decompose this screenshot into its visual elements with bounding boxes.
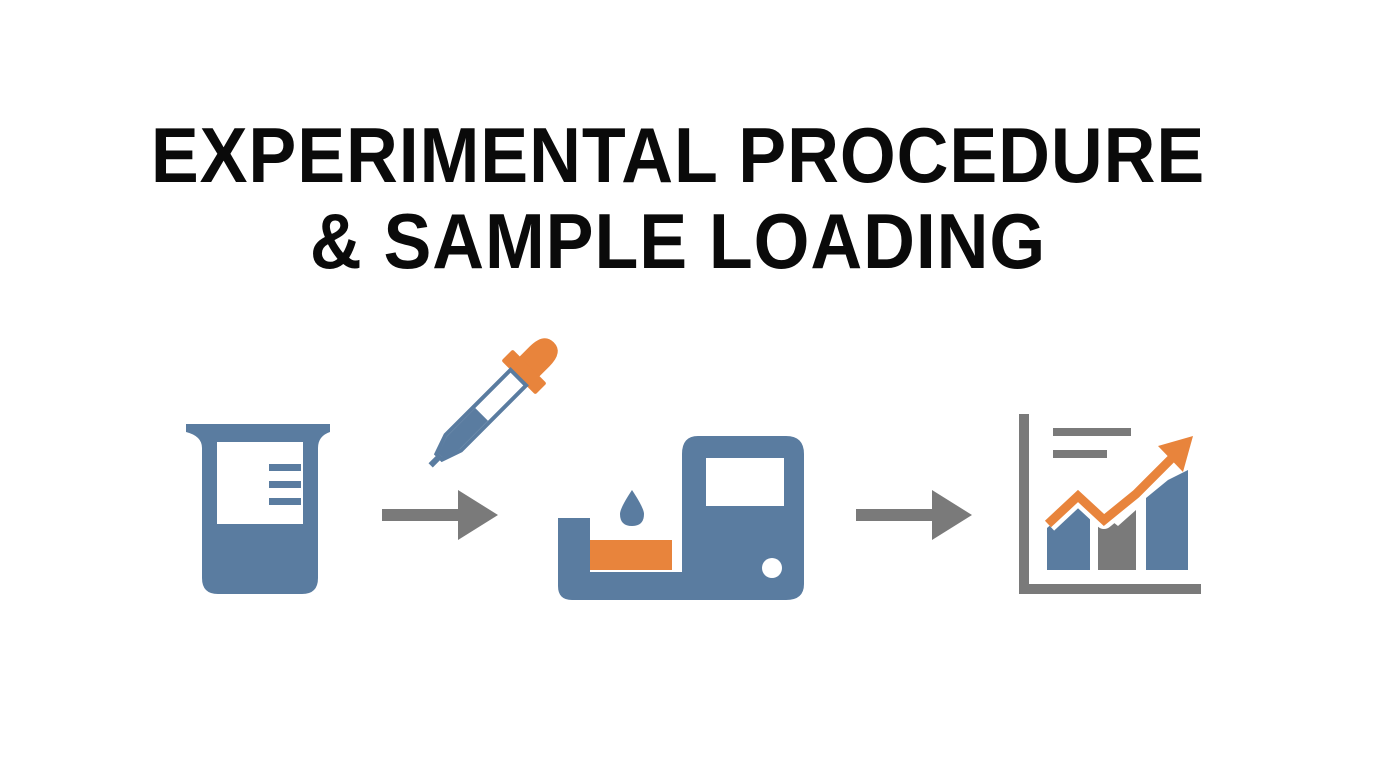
arrow-right-icon: [382, 490, 498, 540]
dropper-analyzer-icon: [428, 338, 804, 600]
title-line-2: & SAMPLE LOADING: [309, 197, 1047, 285]
beaker-icon: [186, 424, 330, 594]
page-title: EXPERIMENTAL PROCEDURE & SAMPLE LOADING: [54, 112, 1302, 284]
title-line-1: EXPERIMENTAL PROCEDURE: [150, 111, 1206, 199]
arrow-right-icon: [856, 490, 972, 540]
growth-chart-icon: [1019, 414, 1201, 594]
